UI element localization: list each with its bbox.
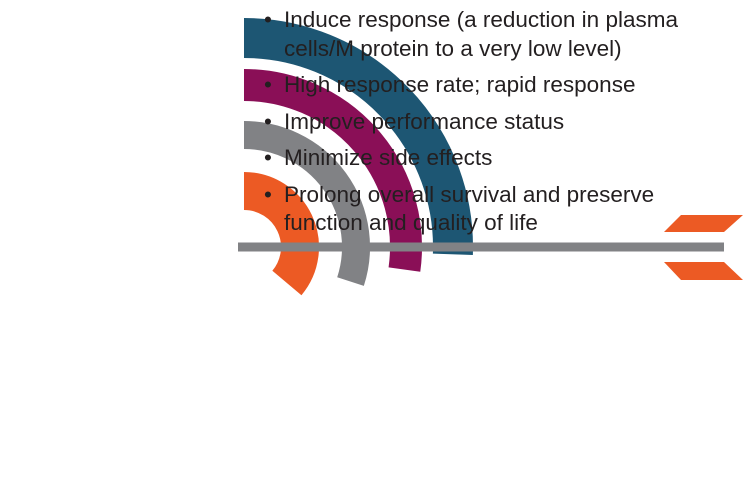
goals-list: • Induce response (a reduction in plasma … — [264, 6, 734, 246]
bullet-icon: • — [264, 7, 272, 32]
goal-item: • Minimize side effects — [264, 144, 734, 173]
goal-text: Minimize side effects — [284, 145, 493, 170]
goal-item: • Improve performance status — [264, 108, 734, 137]
arrow-fletching-top — [664, 215, 743, 232]
arrow — [238, 215, 743, 280]
bullet-icon: • — [264, 145, 272, 170]
goal-text: Prolong overall survival and preserve fu… — [284, 181, 655, 236]
bullet-icon: • — [264, 108, 272, 134]
arrow-fletching-bottom — [664, 262, 743, 280]
target-rings — [243, 18, 473, 296]
bullet-icon: • — [264, 181, 272, 207]
target-ring-inner — [243, 172, 319, 296]
target-ring-outer — [243, 18, 473, 255]
target-ring-second — [243, 69, 422, 272]
goal-item: • Induce response (a reduction in plasma … — [264, 6, 734, 63]
goal-item: • High response rate; rapid response — [264, 71, 734, 100]
goal-text: Induce response (a reduction in plasma c… — [284, 7, 678, 61]
bullet-icon: • — [264, 72, 272, 97]
goal-text: High response rate; rapid response — [284, 72, 636, 97]
target-ring-third — [243, 121, 370, 286]
goal-item: • Prolong overall survival and preserve f… — [264, 181, 734, 238]
goal-text: Improve performance status — [284, 108, 565, 134]
